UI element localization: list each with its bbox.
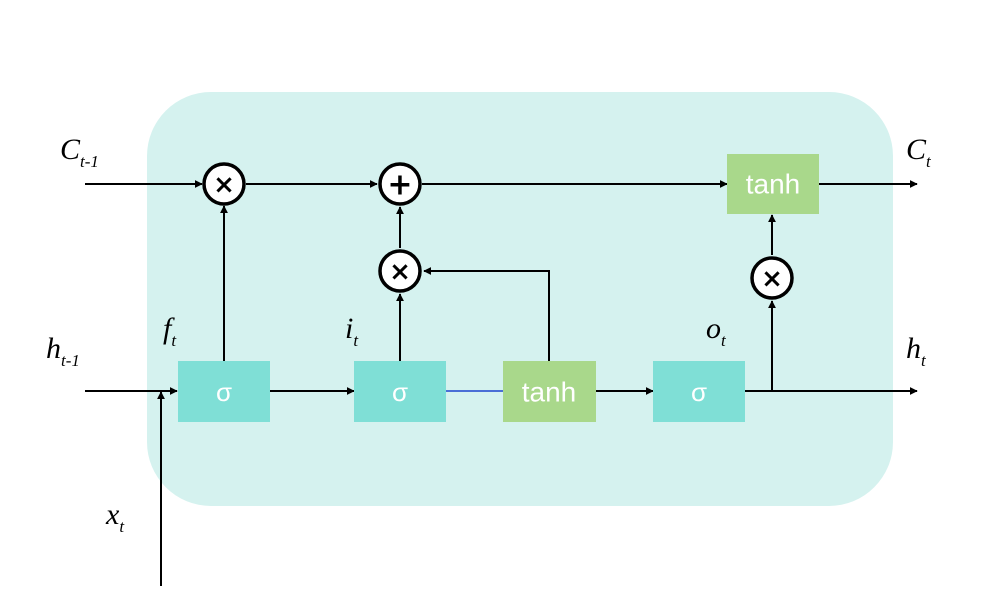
cell-add-node: + [378, 162, 422, 206]
o-t-label: ot [706, 312, 727, 350]
forget-gate: σ [178, 361, 270, 422]
output-gate-label: σ [691, 377, 707, 407]
input-multiply-node: × [378, 249, 422, 293]
cell-tanh-label: tanh [746, 169, 801, 200]
multiply-icon: × [761, 264, 783, 294]
h-prev-label: ht-1 [46, 332, 80, 370]
input-gate-label: σ [392, 377, 408, 407]
output-gate: σ [653, 361, 745, 422]
forget-gate-label: σ [216, 377, 232, 407]
forget-multiply-node: × [202, 162, 246, 206]
multiply-icon: × [389, 257, 411, 287]
x-t-label: xt [105, 498, 125, 536]
candidate-gate: tanh [503, 361, 596, 422]
plus-icon: + [387, 168, 412, 203]
candidate-to-input-multiply [423, 267, 550, 361]
candidate-gate-label: tanh [522, 377, 577, 408]
c-t-label: Ct [906, 133, 932, 171]
i-t-label: it [345, 312, 359, 350]
h-t-label: ht [906, 332, 927, 370]
output-multiply-node: × [750, 256, 794, 300]
cell-tanh-gate: tanh [727, 154, 819, 214]
multiply-icon: × [213, 170, 235, 200]
c-prev-label: Ct-1 [60, 133, 99, 171]
input-gate: σ [354, 361, 446, 422]
